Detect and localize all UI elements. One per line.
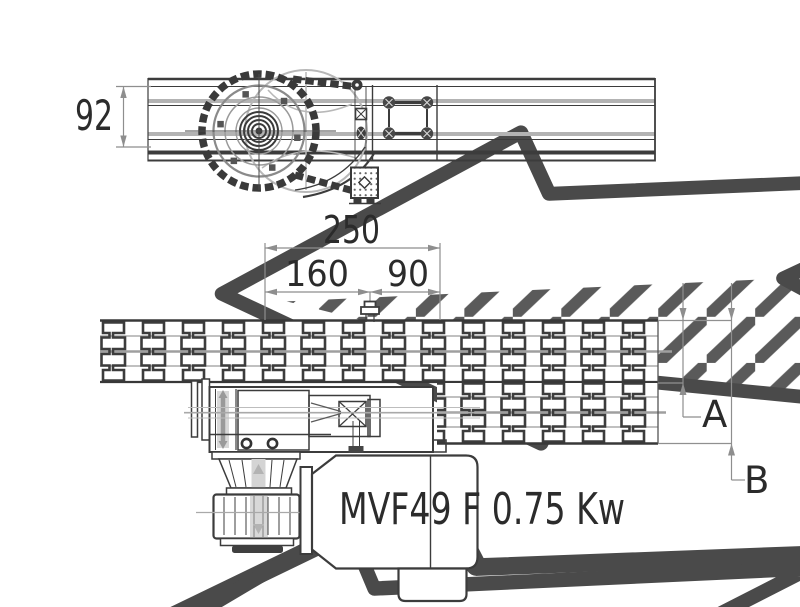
dim-90-text: 90: [387, 254, 429, 295]
dim-92-text: 92: [75, 91, 113, 140]
dim-90: 90: [370, 254, 440, 296]
motor-body: [299, 454, 479, 603]
dim-250-160-90: 250 160 90: [264, 208, 441, 322]
hatched-block: [349, 166, 381, 205]
dim-250: 250: [265, 208, 440, 252]
dim-160: 160: [265, 254, 440, 296]
dim-250-text: 250: [323, 208, 380, 252]
junction-box: [397, 567, 468, 603]
dim-92: 92: [75, 85, 151, 148]
mounting-bracket: [354, 85, 438, 160]
gear-reducer: [196, 451, 327, 553]
drive-unit: [184, 378, 486, 462]
chain-guide: [294, 146, 376, 199]
label-b-text: B: [744, 459, 769, 502]
dim-a: A: [658, 283, 732, 436]
dim-160-text: 160: [285, 254, 349, 295]
motor-label: MVF49 F 0.75 Kw: [339, 484, 625, 535]
drive-head-sprocket: [185, 69, 368, 195]
bracket-bolt-icon: [382, 96, 434, 140]
chain-top-bolt: [360, 300, 380, 322]
label-a-text: A: [702, 393, 727, 436]
dim-b: B: [658, 283, 769, 502]
plan-chain-upper: [100, 319, 672, 385]
sprocket-bolts: [217, 91, 301, 171]
